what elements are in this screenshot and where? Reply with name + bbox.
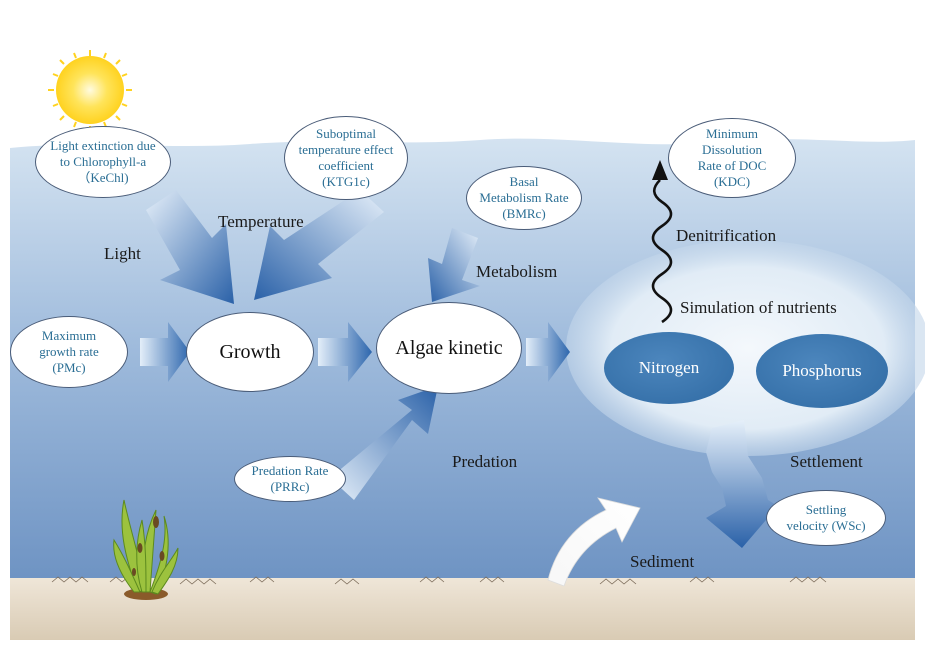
growth-label: Growth <box>219 341 280 364</box>
pmc-text: Maximum growth rate (PMc) <box>39 328 99 376</box>
bmrc-oval: Basal Metabolism Rate (BMRc) <box>466 166 582 230</box>
pmc-oval: Maximum growth rate (PMc) <box>10 316 128 388</box>
phosphorus-node: Phosphorus <box>756 334 888 408</box>
ktg1c-oval: Suboptimal temperature effect coefficien… <box>284 116 408 200</box>
bmrc-text: Basal Metabolism Rate (BMRc) <box>479 174 568 222</box>
phosphorus-label: Phosphorus <box>782 361 861 381</box>
denitrification-label: Denitrification <box>676 226 776 246</box>
algae-kinetic-label: Algae kinetic <box>395 337 502 360</box>
wsc-text: Settling velocity (WSc) <box>786 502 865 534</box>
metabolism-label: Metabolism <box>476 262 557 282</box>
predation-label: Predation <box>452 452 517 472</box>
sediment-label: Sediment <box>630 552 694 572</box>
light-label: Light <box>104 244 141 264</box>
growth-node: Growth <box>186 312 314 392</box>
prrc-text: Predation Rate (PRRc) <box>252 463 329 495</box>
ktg1c-text: Suboptimal temperature effect coefficien… <box>299 126 394 190</box>
settlement-label: Settlement <box>790 452 863 472</box>
algae-kinetic-node: Algae kinetic <box>376 302 522 394</box>
sun-icon <box>48 50 132 132</box>
kdc-text: Minimum Dissolution Rate of DOC (KDC) <box>698 126 767 190</box>
prrc-oval: Predation Rate (PRRc) <box>234 456 346 502</box>
nitrogen-node: Nitrogen <box>604 332 734 404</box>
nitrogen-label: Nitrogen <box>639 358 699 378</box>
temperature-label: Temperature <box>218 212 304 232</box>
simulation-label: Simulation of nutrients <box>680 298 837 318</box>
kechl-oval: Light extinction due to Chlorophyll-a （K… <box>35 126 171 198</box>
kdc-oval: Minimum Dissolution Rate of DOC (KDC) <box>668 118 796 198</box>
wsc-oval: Settling velocity (WSc) <box>766 490 886 546</box>
kechl-text: Light extinction due to Chlorophyll-a （K… <box>50 138 155 186</box>
